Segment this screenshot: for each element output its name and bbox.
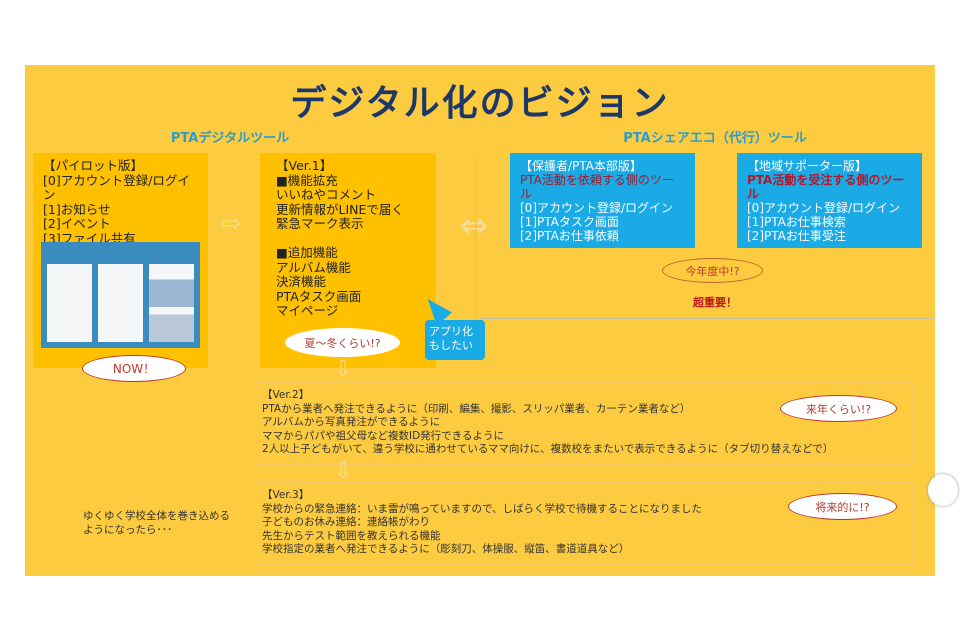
parent-tagline: PTA活動を依頼する側のツール: [520, 173, 674, 201]
important-label: 超重要！: [693, 296, 737, 309]
ver1-line: 決済機能: [276, 274, 327, 289]
ver2-line: PTAから業者へ発注できるように（印刷、編集、撮影、スリッパ業者、カーテン業者な…: [262, 402, 691, 415]
parent-line: [0]アカウント登録/ログイン: [520, 201, 674, 215]
ver2-timing-badge: 来年くらい!?: [780, 395, 897, 422]
now-badge: NOW！: [82, 355, 186, 382]
ver3-timing-badge: 将来的に!?: [788, 493, 897, 520]
ver1-box: 【Ver.1】 ■機能拡充 いいねやコメント 更新情報がLINEで届く 緊急マー…: [260, 153, 436, 368]
ver3-line: 学校指定の業者へ発注できるように（彫刻刀、体操服、縦笛、書道道具など）: [262, 543, 630, 555]
ver2-line: 2人以上子どもがいて、違う学校に通わせているママ向けに、複数校をまたいで表示でき…: [262, 443, 834, 455]
ver1-line: 緊急マーク表示: [276, 216, 364, 231]
ver2-line: アルバムから写真発注ができるように: [262, 416, 441, 428]
slide-nav-handle[interactable]: [928, 474, 958, 506]
ver3-line: 先生からテスト範囲を教えられる機能: [262, 529, 441, 542]
supporter-tagline: PTA活動を受注する側のツール: [747, 173, 905, 201]
ver3-line: 学校からの緊急連絡：いま雷が鳴っていますので、しばらく学校で待機することになりま…: [262, 502, 703, 515]
arrow-down-icon: ⇩: [334, 459, 353, 484]
pilot-line: [3]ファイル共有: [43, 230, 136, 246]
future-note-line: ゆくゆく学校全体を巻き込める: [83, 510, 230, 522]
app-callout: アプリ化 もしたい: [425, 320, 485, 360]
future-note: ゆくゆく学校全体を巻き込める ようになったら･･･: [83, 509, 230, 537]
pilot-line: [1]お知らせ: [43, 201, 111, 217]
parent-line: [2]PTAお仕事依頼: [520, 229, 619, 243]
arrow-down-icon: ⇩: [334, 357, 353, 382]
ver3-box: 【Ver.3】 学校からの緊急連絡：いま雷が鳴っていますので、しばらく学校で待機…: [253, 482, 913, 565]
supporter-line: [1]PTAお仕事検索: [747, 215, 846, 229]
divider-vertical: [475, 158, 476, 318]
ver2-box: 【Ver.2】 PTAから業者へ発注できるように（印刷、編集、撮影、スリッパ業者…: [253, 382, 913, 465]
supporter-line: [2]PTAお仕事受注: [747, 229, 846, 243]
callout-line: アプリ化: [429, 325, 473, 338]
page-title: デジタル化のビジョン: [290, 83, 670, 124]
ver1-line: ■追加機能: [276, 245, 338, 260]
ver3-line: 子どものお休み連絡：連絡帳がわり: [262, 516, 430, 528]
pilot-line: 【パイロット版】: [43, 158, 144, 173]
ver1-line: 【Ver.1】: [276, 158, 333, 173]
pta-digital-tool-heading: PTAデジタルツール: [170, 131, 290, 146]
ver2-line: ママからパパや祖父母など複数ID発行できるように: [262, 429, 504, 442]
ver1-line: 更新情報がLINEで届く: [276, 201, 404, 217]
ver1-line: PTAタスク画面: [276, 288, 362, 304]
supporter-line: [0]アカウント登録/ログイン: [747, 201, 901, 215]
ver2-line: 【Ver.2】: [262, 389, 310, 401]
ver1-line: いいねやコメント: [276, 187, 377, 202]
supporter-heading: 【地域サポーター版】: [747, 159, 868, 173]
parent-line: [1]PTAタスク画面: [520, 215, 619, 229]
arrow-right-icon: ⇨: [221, 209, 242, 237]
pta-share-tool-heading: PTAシェアエコ（代行）ツール: [623, 131, 807, 146]
app-screenshot-image: [41, 242, 200, 348]
divider-horizontal: [480, 318, 935, 319]
ver1-timing-badge: 夏〜冬くらい!?: [285, 328, 400, 357]
double-arrow-icon: ⇔: [459, 206, 489, 246]
future-note-line: ようになったら･･･: [83, 524, 173, 536]
parent-version-box: 【保護者/PTA本部版】 PTA活動を依頼する側のツール [0]アカウント登録/…: [510, 153, 695, 248]
supporter-version-box: 【地域サポーター版】 PTA活動を受注する側のツール [0]アカウント登録/ログ…: [737, 153, 922, 248]
callout-line: もしたい: [429, 339, 473, 352]
parent-heading: 【保護者/PTA本部版】: [520, 159, 642, 173]
share-timing-badge: 今年度中!?: [662, 258, 763, 283]
pilot-line: [2]イベント: [43, 216, 111, 231]
ver1-line: ■機能拡充: [276, 172, 338, 188]
pilot-line: [0]アカウント登録/ログイン: [43, 172, 190, 202]
ver1-line: マイページ: [276, 303, 339, 318]
ver1-line: アルバム機能: [276, 259, 351, 275]
ver3-line: 【Ver.3】: [262, 489, 310, 501]
